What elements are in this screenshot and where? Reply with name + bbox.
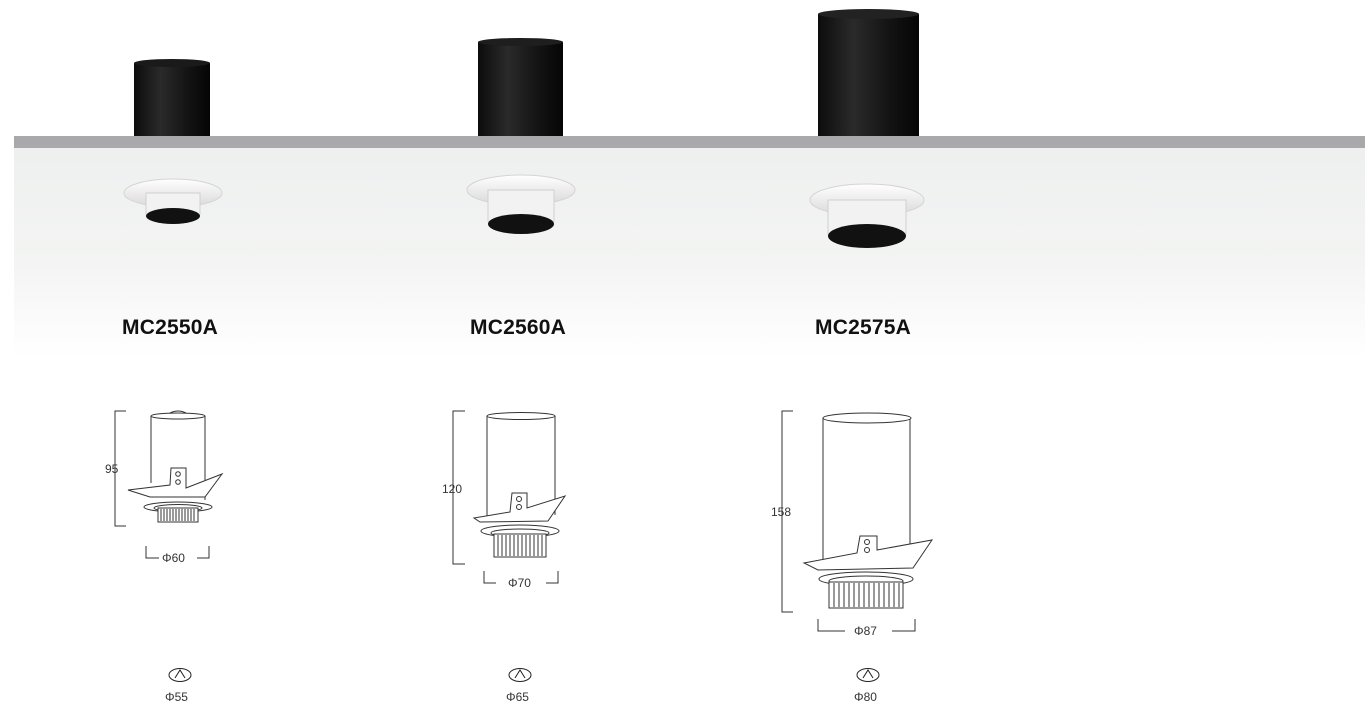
trim-mc2550a	[123, 178, 223, 224]
cutout-label: Φ65	[506, 690, 529, 704]
drawing-mc2550a	[114, 410, 224, 559]
model-name: MC2575A	[815, 316, 911, 339]
background-fade	[14, 148, 1365, 358]
drawing-mc2560a	[452, 410, 567, 584]
cutout-label: Φ80	[854, 690, 877, 704]
housing-mc2550a	[134, 59, 210, 137]
height-label: 120	[442, 482, 462, 496]
housing-mc2575a	[818, 9, 919, 137]
model-name: MC2560A	[470, 316, 566, 339]
trim-mc2575a	[809, 183, 925, 248]
diameter-label: Φ70	[508, 576, 531, 590]
cutout-icon	[508, 668, 532, 682]
diameter-label: Φ87	[854, 624, 877, 638]
cutout-label: Φ55	[165, 690, 188, 704]
cutout-icon	[856, 668, 880, 682]
ceiling-band	[14, 136, 1365, 148]
diameter-label: Φ60	[162, 551, 185, 565]
trim-mc2560a	[466, 174, 576, 234]
housing-mc2560a	[478, 38, 563, 137]
model-name: MC2550A	[122, 316, 218, 339]
cutout-icon	[168, 668, 192, 682]
drawing-mc2575a	[781, 410, 934, 632]
height-label: 95	[105, 462, 119, 476]
height-label: 158	[771, 505, 791, 519]
